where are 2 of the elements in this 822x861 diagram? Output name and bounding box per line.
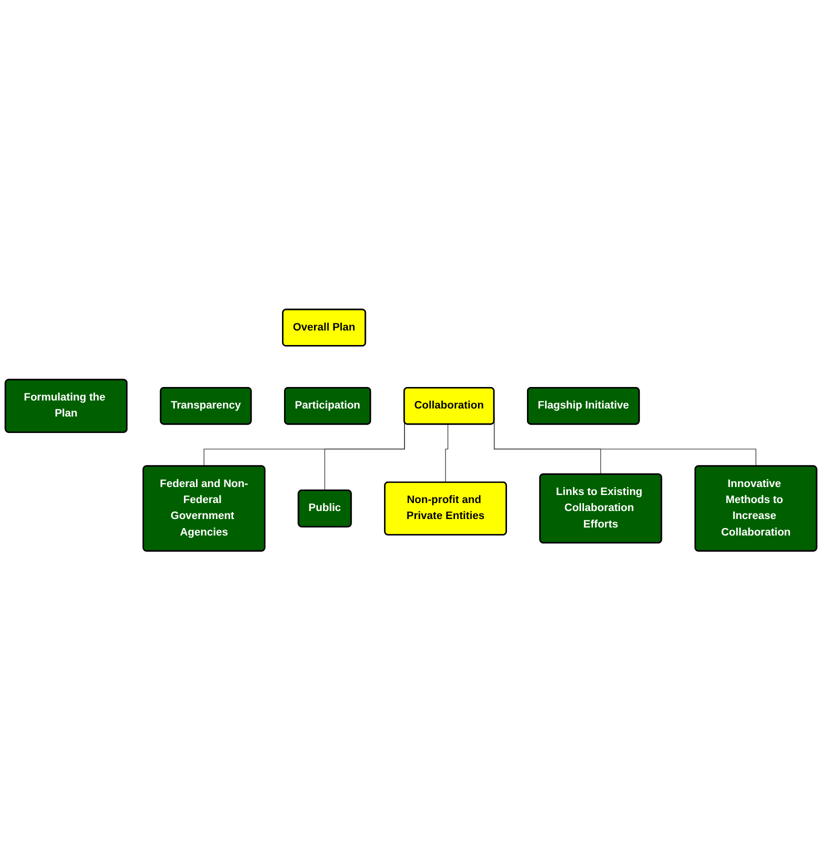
connector <box>324 422 405 492</box>
connector <box>445 424 448 484</box>
